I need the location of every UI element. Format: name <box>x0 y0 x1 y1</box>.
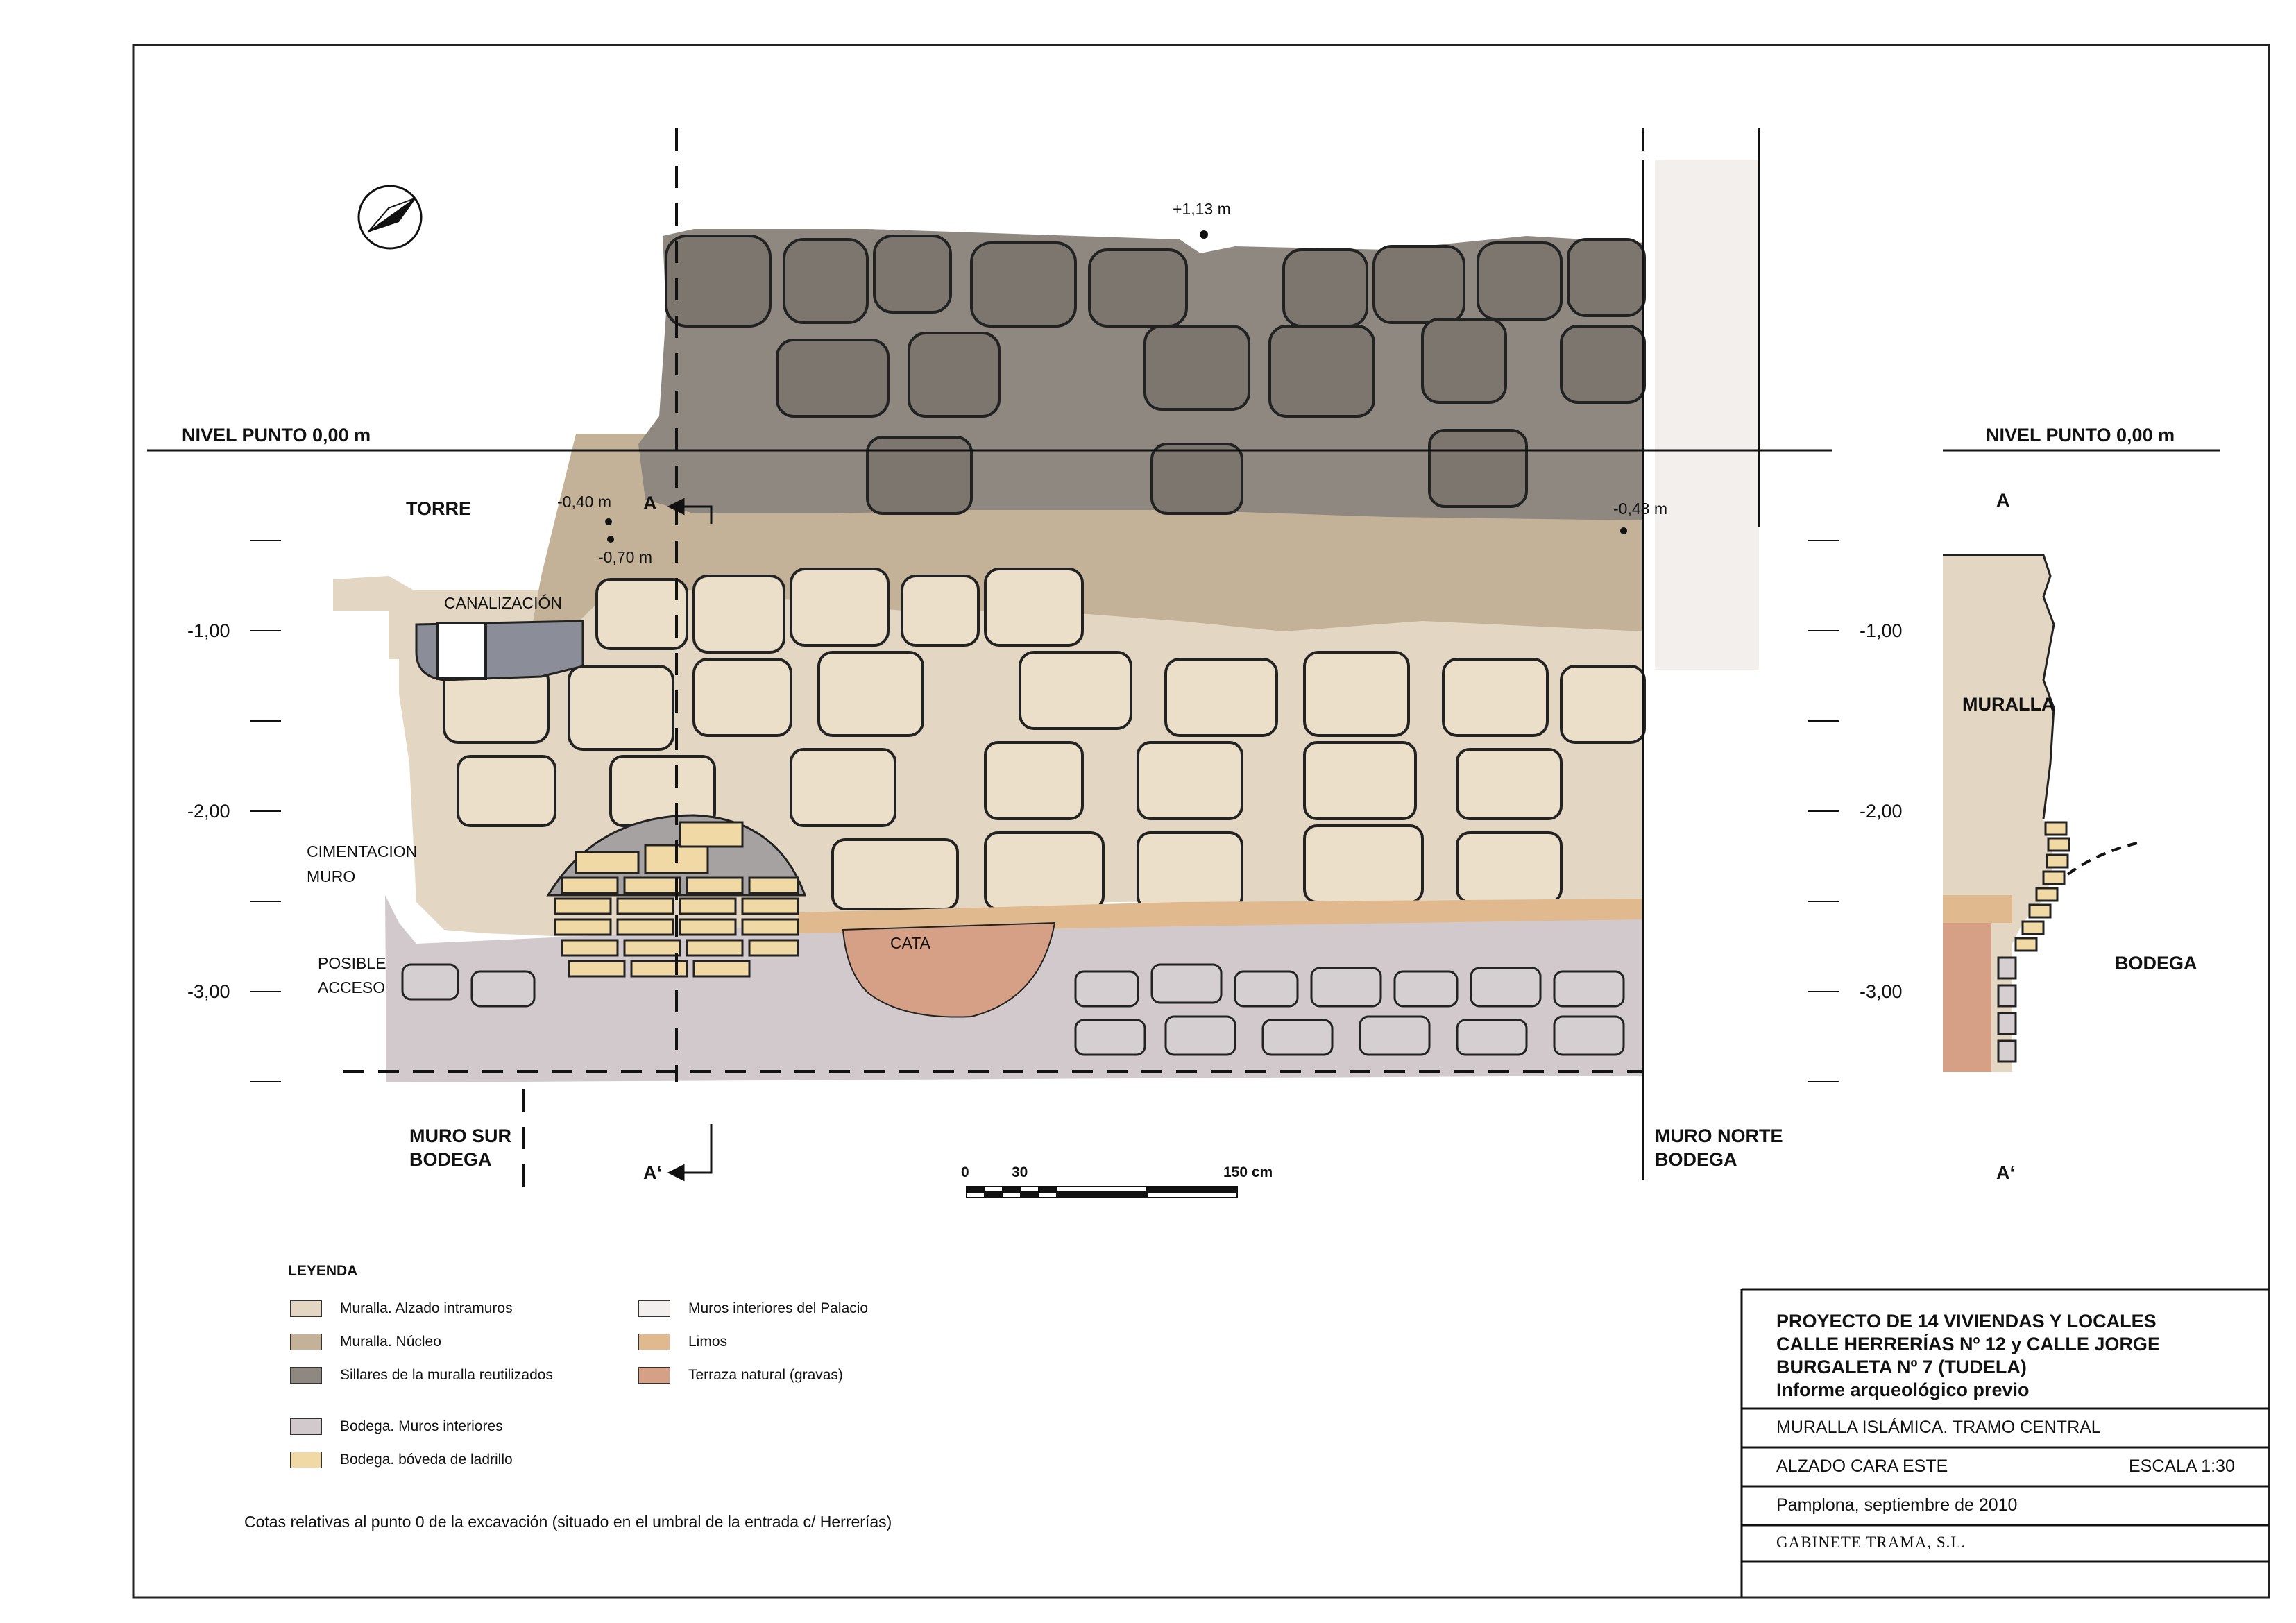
posible-acceso-label-1: POSIBLE <box>318 954 386 972</box>
legend-swatch <box>638 1300 670 1317</box>
drawing-scale: ESCALA 1:30 <box>2129 1456 2235 1476</box>
muro-norte-label-2: BODEGA <box>1655 1149 1737 1170</box>
legend-item: Sillares de la muralla reutilizados <box>290 1366 553 1385</box>
upper-stones <box>665 235 1646 515</box>
firm-name: GABINETE TRAMA, S.L. <box>1776 1533 1966 1551</box>
cata-label: CATA <box>890 934 930 952</box>
spot-level-left-1: -0,40 m <box>557 493 611 511</box>
level-ticks <box>250 540 1839 1082</box>
limit-lines <box>343 128 1760 1187</box>
scale-bar <box>966 1186 1238 1198</box>
cata-area <box>842 921 1056 1018</box>
sheet-border <box>132 44 2270 1599</box>
section-bodega-label: BODEGA <box>2115 953 2197 974</box>
canalizacion <box>415 620 584 681</box>
muro-sur-label-2: BODEGA <box>409 1149 492 1170</box>
legend-swatch <box>638 1334 670 1350</box>
section-drawing <box>1943 554 2138 1072</box>
section-a-label: A <box>1996 490 2010 511</box>
legend-label: Bodega. Muros interiores <box>340 1418 503 1434</box>
legend-item: Terraza natural (gravas) <box>638 1366 843 1385</box>
legend-item: Muralla. Núcleo <box>290 1332 441 1352</box>
section-level-tick-3: -3,00 <box>1860 981 1903 1002</box>
scale-label-150: 150 cm <box>1223 1164 1273 1180</box>
legend-swatch <box>290 1334 322 1350</box>
legend-item: Muros interiores del Palacio <box>638 1299 868 1318</box>
legend-label: Muros interiores del Palacio <box>688 1300 869 1316</box>
scale-label-0: 0 <box>961 1164 969 1180</box>
spot-level-top: +1,13 m <box>1173 200 1231 218</box>
spot-points <box>605 230 1627 543</box>
bodega-stones <box>401 963 1625 1056</box>
drawing-view: ALZADO CARA ESTE <box>1776 1456 1948 1476</box>
section-mark-a-prime: A‘ <box>643 1162 662 1183</box>
muro-sur-label-1: MURO SUR <box>409 1125 511 1146</box>
legend-swatch <box>290 1418 322 1435</box>
canalizacion-label: CANALIZACIÓN <box>444 594 562 612</box>
legend-swatch <box>638 1367 670 1384</box>
legend-item: Limos <box>638 1332 727 1352</box>
spot-level-right: -0,48 m <box>1613 500 1667 518</box>
section-a-prime-label: A‘ <box>1996 1162 2015 1183</box>
place-date: Pamplona, septiembre de 2010 <box>1776 1495 2018 1515</box>
legend-label: Muralla. Alzado intramuros <box>340 1300 513 1316</box>
cimentacion-label-2: MURO <box>307 867 356 885</box>
palace-wall-area <box>1655 160 1759 670</box>
cimentacion-label-1: CIMENTACION <box>307 842 418 860</box>
section-mark-a: A <box>643 493 657 513</box>
project-subtitle: Informe arqueológico previo <box>1776 1379 2030 1400</box>
torre-area <box>333 576 413 659</box>
project-title: PROYECTO DE 14 VIVIENDAS Y LOCALES CALLE… <box>1776 1310 2160 1402</box>
muro-norte-label-1: MURO NORTE <box>1655 1125 1783 1146</box>
level-tick-3: -3,00 <box>187 981 230 1002</box>
legend-swatch <box>290 1300 322 1317</box>
section-muralla-label: MURALLA <box>1962 694 2055 715</box>
legend-item: Bodega. bóveda de ladrillo <box>290 1450 513 1470</box>
posible-acceso-label-2: ACCESO <box>318 978 386 996</box>
datum-note: Cotas relativas al punto 0 de la excavac… <box>244 1513 892 1531</box>
datum-label-section: NIVEL PUNTO 0,00 m <box>1986 425 2175 445</box>
lower-stones <box>443 568 1646 910</box>
level-tick-2: -2,00 <box>187 801 230 822</box>
project-title-line: PROYECTO DE 14 VIVIENDAS Y LOCALES <box>1776 1311 2157 1332</box>
scale-label-30: 30 <box>1012 1164 1028 1180</box>
section-level-tick-2: -2,00 <box>1860 801 1903 822</box>
legend-label: Muralla. Núcleo <box>340 1334 441 1350</box>
torre-label: TORRE <box>406 498 472 519</box>
drawing-subject: MURALLA ISLÁMICA. TRAMO CENTRAL <box>1776 1418 2101 1437</box>
legend-label: Bodega. bóveda de ladrillo <box>340 1452 513 1468</box>
project-title-line: BURGALETA Nº 7 (TUDELA) <box>1776 1357 2027 1377</box>
legend-label: Limos <box>688 1334 728 1350</box>
legend-item: Muralla. Alzado intramuros <box>290 1299 513 1318</box>
legend-title: LEYENDA <box>288 1263 358 1279</box>
legend-label: Terraza natural (gravas) <box>688 1367 843 1383</box>
legend-item: Bodega. Muros interiores <box>290 1417 503 1436</box>
spot-level-left-2: -0,70 m <box>598 548 652 566</box>
legend-swatch <box>290 1452 322 1468</box>
section-level-tick-1: -1,00 <box>1860 620 1903 641</box>
title-block-frame <box>1740 1288 2269 1597</box>
legend-swatch <box>290 1367 322 1384</box>
level-tick-1: -1,00 <box>187 620 230 641</box>
datum-label: NIVEL PUNTO 0,00 m <box>182 425 371 445</box>
project-title-line: CALLE HERRERÍAS Nº 12 y CALLE JORGE <box>1776 1334 2160 1354</box>
north-arrow-icon <box>357 185 423 250</box>
section-arrows <box>667 498 713 1182</box>
legend-label: Sillares de la muralla reutilizados <box>340 1367 553 1383</box>
